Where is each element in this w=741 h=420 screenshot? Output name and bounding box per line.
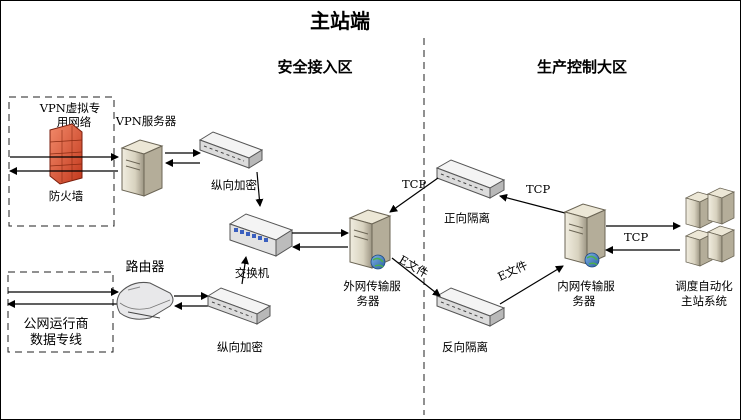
router-icon — [116, 282, 174, 320]
isp-label-2: 数据专线 — [30, 333, 82, 348]
switch-icon — [228, 213, 294, 257]
dispatch-system-servers-icon — [684, 187, 736, 267]
encryption-device-bottom-icon — [206, 287, 272, 325]
arrow-inner-to-fwd — [499, 193, 566, 214]
reverse-isolation-label: 反向隔离 — [442, 340, 488, 354]
inner-transfer-server-icon — [563, 203, 607, 268]
inner-server-label-2: 务器 — [573, 294, 596, 308]
firewall-label: 防火墙 — [49, 189, 84, 203]
outer-transfer-server-icon — [348, 209, 392, 270]
zone-label-security-access: 安全接入区 — [277, 58, 352, 76]
firewall-icon — [49, 123, 83, 185]
arrow-enc2-switch — [241, 256, 249, 285]
vpn-server-icon — [120, 139, 164, 197]
router-label: 路由器 — [125, 259, 164, 275]
outer-server-label-2: 务器 — [357, 294, 380, 308]
isp-label-1: 公网运行商 — [23, 317, 88, 332]
switch-label: 交换机 — [235, 266, 270, 280]
reverse-isolation-device-icon — [435, 287, 506, 327]
edge-label-efile-outer: E文件 — [397, 252, 431, 280]
edge-label-tcp-outer: TCP — [402, 177, 426, 191]
forward-isolation-device-icon — [435, 159, 506, 199]
dispatch-label-1: 调度自动化 — [675, 279, 733, 293]
arrow-enc-switch — [255, 171, 264, 207]
page-title: 主站端 — [310, 9, 370, 33]
encryption-device-top-icon — [198, 131, 264, 169]
vpn-network-box — [8, 96, 115, 227]
zone-label-production-control: 生产控制大区 — [537, 58, 627, 76]
isp-box — [7, 271, 114, 353]
dispatch-label-2: 主站系统 — [681, 294, 727, 308]
encryption-top-label: 纵向加密 — [211, 178, 257, 192]
edge-label-tcp-inner: TCP — [526, 182, 550, 196]
arrow-outer-to-rev — [391, 257, 441, 297]
inner-server-label-1: 内网传输服 — [557, 279, 615, 293]
vpn-network-label-1: VPN虚拟专 — [39, 101, 101, 115]
encryption-bottom-label: 纵向加密 — [217, 340, 263, 354]
forward-isolation-label: 正向隔离 — [444, 211, 490, 225]
vpn-server-label: VPN服务器 — [115, 114, 177, 128]
outer-server-label-1: 外网传输服 — [343, 279, 401, 293]
edge-label-tcp-dispatch: TCP — [624, 230, 648, 244]
arrow-fwd-to-outer — [389, 177, 439, 213]
arrow-rev-to-inner — [499, 265, 564, 305]
edge-label-efile-inner: E文件 — [495, 258, 529, 284]
